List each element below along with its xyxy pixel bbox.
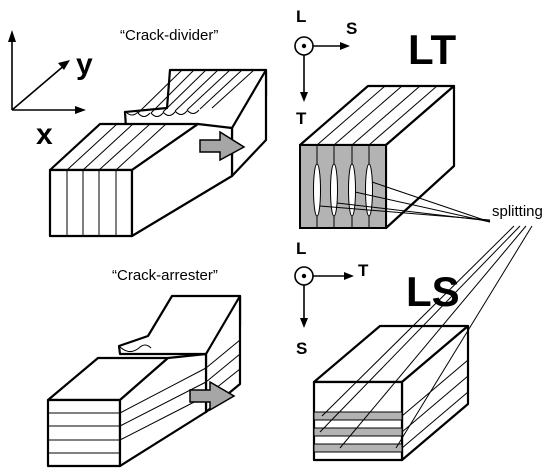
- crack-direction-arrow-bottom: [189, 380, 236, 412]
- y-axis: [11, 63, 67, 111]
- front-side-face: [118, 352, 208, 468]
- crack-arrester-title: “Crack-arrester”: [112, 267, 218, 284]
- ls-out-of-plane-dot: [301, 273, 307, 279]
- front-end-face: [48, 168, 134, 238]
- crack-divider-specimen: [48, 68, 268, 238]
- lt-end-face: [299, 144, 387, 229]
- ls-down-label: S: [296, 339, 307, 358]
- ls-side-layer-lines: [401, 359, 469, 449]
- ls-code-label: LS: [406, 268, 460, 315]
- front-layer-lines: [66, 123, 167, 236]
- xy-axes: y x: [8, 30, 93, 151]
- ls-splitting-bands: [313, 411, 403, 453]
- lt-right-label: S: [346, 19, 357, 38]
- vertical-axis-arrowhead: [8, 30, 16, 42]
- lt-out-of-plane-label: L: [296, 7, 306, 26]
- y-axis-label: y: [76, 48, 93, 81]
- ls-right-label: T: [358, 261, 369, 280]
- front-layer-lines: [48, 367, 207, 454]
- splitting-leader-lines: [319, 181, 533, 449]
- crack-groove: [118, 344, 152, 352]
- crack-direction-arrow-top: [199, 130, 246, 162]
- ls-block: [312, 324, 470, 462]
- lt-code-label: LT: [408, 26, 457, 73]
- lt-orientation-indicator: L S T LT: [294, 7, 457, 128]
- x-axis-arrowhead: [75, 106, 86, 114]
- splitting-label: splitting: [492, 203, 543, 220]
- lt-top-layer-lines: [316, 85, 438, 146]
- ls-orientation-indicator: L T S LS: [294, 239, 460, 358]
- lt-down-label: T: [296, 109, 307, 128]
- lt-splitting-slots: [313, 163, 373, 217]
- y-axis-arrowhead: [58, 60, 70, 70]
- front-end-face: [46, 398, 122, 468]
- lt-out-of-plane-dot: [301, 43, 307, 49]
- ls-out-of-plane-label: L: [296, 239, 306, 258]
- crack-arrester-specimen: [46, 294, 242, 468]
- back-layer-lines: [137, 69, 255, 114]
- crack-groove: [125, 109, 200, 117]
- x-axis-label: x: [36, 118, 53, 151]
- crack-divider-title: “Crack-divider”: [120, 27, 218, 44]
